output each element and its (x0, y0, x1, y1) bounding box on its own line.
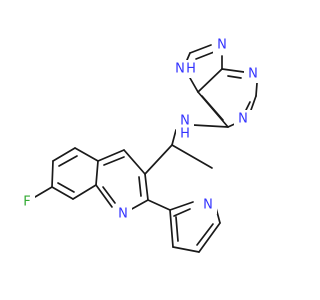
amine-nh: N H (176, 114, 194, 142)
atom-label: N (217, 38, 227, 53)
bond (129, 199, 149, 211)
bond (245, 101, 251, 111)
bond (144, 173, 149, 201)
bond (227, 75, 242, 79)
bond (34, 186, 53, 198)
purine-n7: N (213, 36, 231, 54)
structure-drawing: N N H N N N H F N N (19, 36, 262, 253)
bond (197, 68, 223, 93)
purine-n3: N (234, 110, 252, 128)
bond (169, 201, 194, 211)
bond (123, 149, 146, 175)
bond (97, 149, 125, 162)
bond (52, 147, 76, 162)
bond (102, 186, 116, 204)
atom-label: H (180, 127, 190, 142)
bond (221, 68, 245, 73)
bond (173, 208, 191, 217)
atom-label: N (203, 198, 213, 213)
atom-label: H (186, 62, 196, 77)
bond (58, 155, 78, 167)
bond (198, 222, 221, 253)
bond (196, 223, 214, 246)
bond (95, 160, 99, 186)
bond (172, 246, 200, 253)
bond (103, 156, 125, 166)
bond (255, 82, 258, 97)
purine-n9h: N H (172, 60, 196, 78)
bond (189, 77, 199, 93)
atom-label: N (180, 114, 190, 129)
bond (195, 51, 215, 60)
bond (171, 129, 177, 146)
quinoline-n: N (114, 205, 132, 223)
fluorine: F (19, 193, 35, 211)
purine-n1: N (244, 65, 262, 83)
bond (175, 216, 179, 242)
atom-label: N (175, 62, 185, 77)
atom-label: F (23, 195, 30, 210)
bond (147, 199, 171, 211)
atom-labels: N N H N N N H F N N (19, 36, 262, 223)
molecule-diagram: N N H N N N H F N N (19, 36, 262, 253)
bond (95, 184, 113, 208)
bond (186, 52, 191, 61)
bond (250, 95, 257, 111)
atom-label: N (118, 207, 128, 222)
atom-label: N (248, 67, 258, 82)
bond (192, 124, 229, 128)
bond (51, 186, 74, 200)
bond (72, 184, 97, 200)
bond (74, 147, 99, 162)
pyridine-n: N (199, 196, 217, 214)
bond (51, 160, 54, 188)
bond (138, 176, 142, 197)
bond (189, 44, 212, 54)
bond (57, 182, 75, 193)
atom-label: N (238, 112, 248, 127)
bond (169, 209, 174, 248)
bonds (34, 44, 258, 253)
bond (171, 144, 213, 169)
bond (201, 95, 224, 121)
bond (144, 144, 173, 175)
